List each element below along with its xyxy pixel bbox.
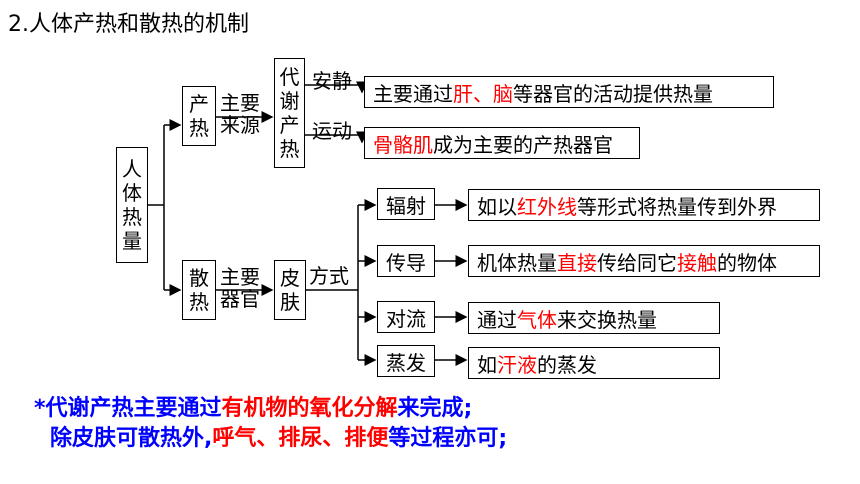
evaporation-description-box: 如汗液的蒸发 bbox=[468, 347, 720, 379]
root-char: 体 bbox=[122, 181, 142, 205]
rest-desc-part: 等器官的活动提供热量 bbox=[513, 81, 713, 106]
main-organ-label: 主要 器官 bbox=[220, 265, 260, 311]
metabolic-heat-box: 代 谢 产 热 bbox=[274, 58, 305, 168]
dissipate-char: 热 bbox=[189, 290, 209, 314]
rest-description-box: 主要通过肝、脑等器官的活动提供热量 bbox=[364, 76, 774, 108]
metabolic-char: 代 bbox=[279, 65, 300, 89]
produce-heat-box: 产 热 bbox=[182, 86, 216, 146]
root-char: 量 bbox=[122, 229, 142, 253]
skin-box: 皮 肤 bbox=[274, 260, 306, 320]
metabolic-char: 谢 bbox=[279, 89, 300, 113]
rest-condition-label: 安静 bbox=[312, 69, 352, 93]
radiation-description-box: 如以红外线等形式将热量传到外界 bbox=[468, 189, 820, 221]
note-line-1: *代谢产热主要通过有机物的氧化分解来完成; bbox=[34, 396, 473, 421]
evaporation-emphasis: 汗液 bbox=[497, 352, 537, 377]
produce-char: 产 bbox=[189, 92, 209, 116]
mode-box-conduction: 传导 bbox=[377, 245, 435, 277]
exercise-desc-part: 成为主要的产热器官 bbox=[433, 132, 613, 157]
mode-label: 方式 bbox=[309, 264, 349, 288]
skin-char: 肤 bbox=[280, 290, 300, 314]
exercise-condition-label: 运动 bbox=[312, 119, 352, 143]
conduction-description-box: 机体热量直接传给同它接触的物体 bbox=[468, 245, 820, 277]
page-title: 2.人体产热和散热的机制 bbox=[8, 12, 249, 37]
note-line-2: 除皮肤可散热外,呼气、排尿、排便等过程亦可; bbox=[50, 426, 508, 451]
root-box-body-heat: 人 体 热 量 bbox=[116, 147, 148, 263]
mode-box-radiation: 辐射 bbox=[377, 188, 435, 220]
radiation-emphasis: 红外线 bbox=[517, 194, 577, 219]
rest-desc-emphasis: 肝、脑 bbox=[453, 81, 513, 106]
metabolic-char: 产 bbox=[279, 113, 300, 137]
convection-emphasis: 气体 bbox=[517, 307, 557, 332]
root-char: 热 bbox=[122, 205, 142, 229]
mode-box-convection: 对流 bbox=[377, 301, 435, 333]
rest-desc-part: 主要通过 bbox=[373, 81, 453, 106]
note-emphasis: 有机物的氧化分解 bbox=[221, 396, 398, 421]
note-emphasis: 呼气、排尿、排便 bbox=[212, 426, 389, 451]
conduction-emphasis: 直接 bbox=[557, 250, 597, 275]
dissipate-heat-box: 散 热 bbox=[182, 260, 216, 320]
convection-description-box: 通过气体来交换热量 bbox=[468, 302, 720, 334]
exercise-description-box: 骨骼肌成为主要的产热器官 bbox=[364, 127, 640, 159]
conduction-emphasis: 接触 bbox=[677, 250, 717, 275]
exercise-desc-emphasis: 骨骼肌 bbox=[373, 132, 433, 157]
metabolic-char: 热 bbox=[279, 137, 300, 161]
mode-box-evaporation: 蒸发 bbox=[377, 345, 435, 377]
dissipate-char: 散 bbox=[189, 266, 209, 290]
skin-char: 皮 bbox=[280, 266, 300, 290]
produce-char: 热 bbox=[189, 116, 209, 140]
root-char: 人 bbox=[122, 157, 142, 181]
main-source-label: 主要 来源 bbox=[220, 91, 260, 137]
